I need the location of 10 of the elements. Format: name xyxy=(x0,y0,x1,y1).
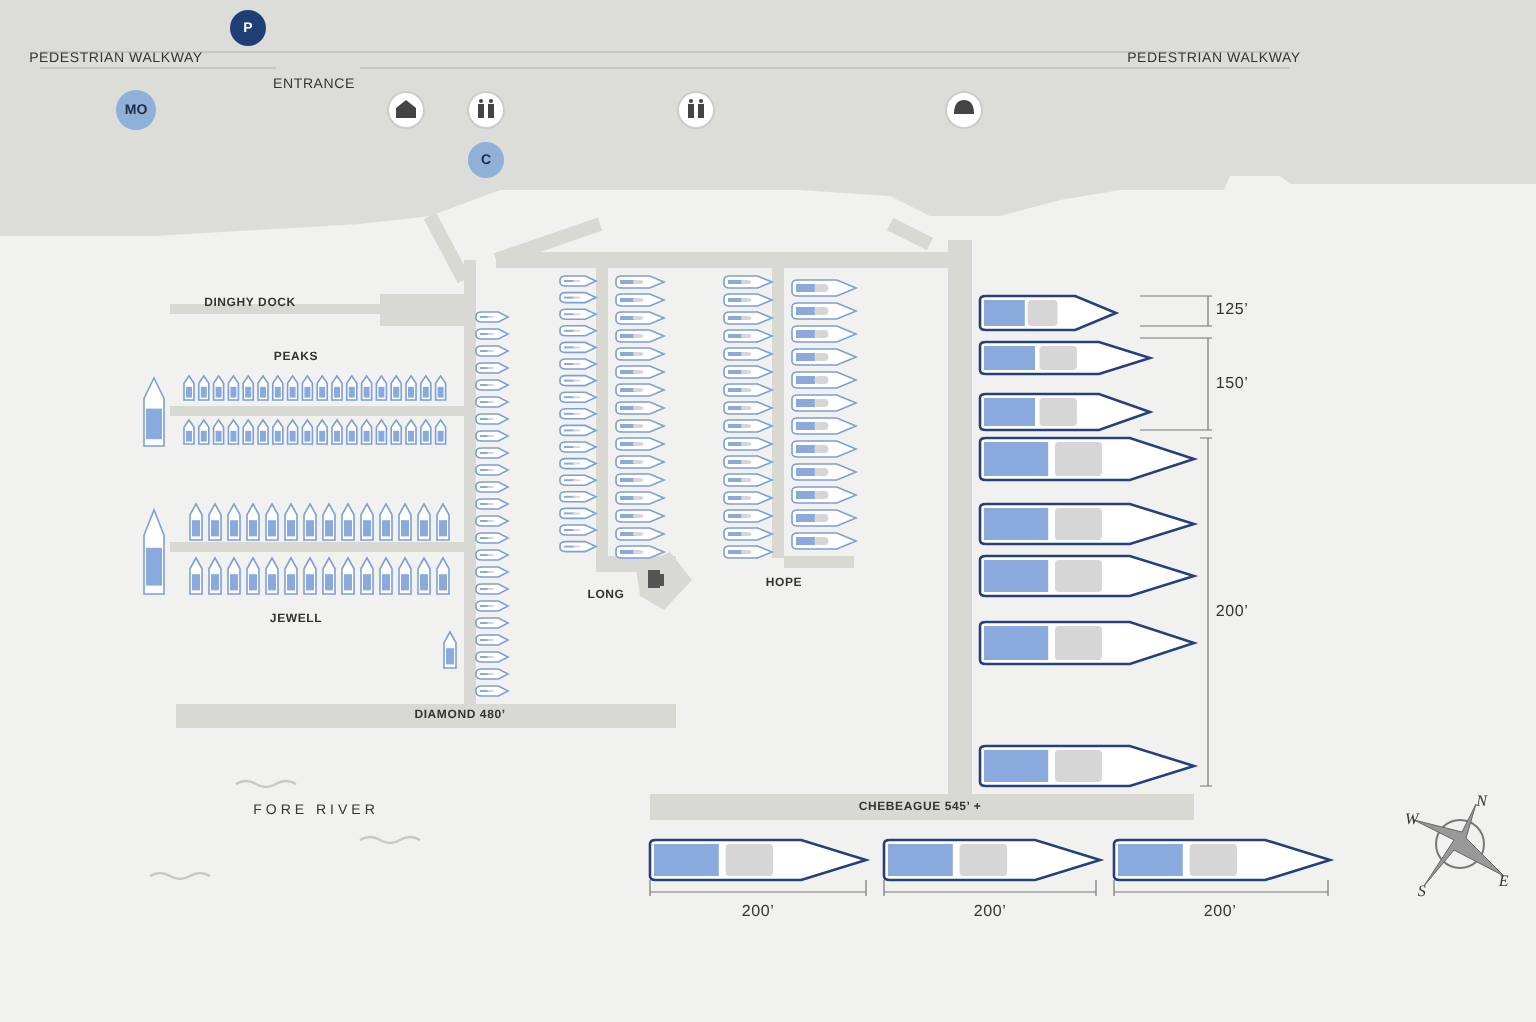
dimension-label: 150’ xyxy=(1215,376,1249,392)
compass-letter: N xyxy=(1476,794,1488,810)
compass-letter: S xyxy=(1417,884,1427,900)
dimension-label: 200’ xyxy=(1215,604,1249,620)
dimension-label: 125’ xyxy=(1215,302,1249,318)
dimension-label: 200’ xyxy=(1203,904,1237,920)
dimension-label: 200’ xyxy=(973,904,1007,920)
dimension-label: 200’ xyxy=(741,904,775,920)
compass-letter: W xyxy=(1405,812,1419,828)
compass-letter: E xyxy=(1498,874,1510,890)
